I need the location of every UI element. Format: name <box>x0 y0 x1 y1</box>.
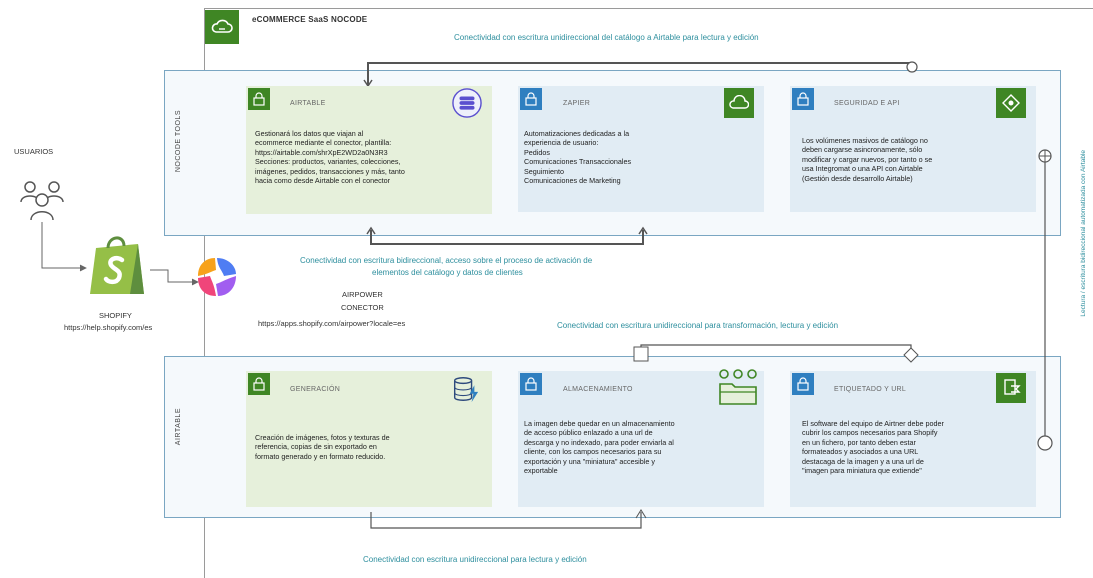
text-line: Los volúmenes masivos de catálogo no <box>802 136 928 145</box>
text-line: hacia como desde Airtable con el conecto… <box>255 176 391 186</box>
text-line: experiencia de usuario: <box>524 138 599 148</box>
shopify-bag-icon <box>86 232 148 303</box>
shopify-url[interactable]: https://help.shopify.com/es <box>64 323 153 332</box>
almacenamiento-card-title: ALMACENAMIENTO <box>563 386 633 393</box>
text-line: exportable <box>524 466 558 476</box>
text-line: de acceso público enlazado a una url de <box>524 428 653 438</box>
text-line: imágenes, pedidos, transacciones y más, … <box>255 166 405 176</box>
shopify-label: SHOPIFY <box>99 311 132 320</box>
etiquetado-card <box>790 371 1036 507</box>
text-line: Pedidos <box>524 147 550 157</box>
airtable-card-body: Gestionará los datos que viajan al ecomm… <box>255 129 405 185</box>
etiquetado-card-body: El software del equipo de Airtner debe p… <box>802 419 944 475</box>
airtable-card-title: AIRTABLE <box>290 100 326 107</box>
api-card-title: SEGURIDAD E API <box>834 100 900 107</box>
lock-icon <box>792 373 814 395</box>
cloud-upload-icon <box>724 88 754 118</box>
text-line: El software del equipo de Airtner debe p… <box>802 419 944 428</box>
text-line: exportación y una "miniatura" accesible … <box>524 456 655 466</box>
generacion-card <box>246 371 492 507</box>
text-line: https://airtable.com/shrXpE2WD2a0N3R3 <box>255 147 388 157</box>
text-line: Gestionará los datos que viajan al <box>255 129 364 138</box>
text-line: ecommerce mediante el conector, plantill… <box>255 138 392 148</box>
lower-connection-caption: Conectividad con escritura unidirecciona… <box>557 321 839 330</box>
text-line: cliente, con los campos necesarios para … <box>524 447 662 457</box>
text-line: Comunicaciones Transaccionales <box>524 157 632 167</box>
airtable-card <box>246 86 492 214</box>
text-line: "imagen para miniatura que extiende" <box>802 466 922 476</box>
users-icon <box>18 178 66 227</box>
text-line: referencia, copias de sin exportado en <box>255 442 377 452</box>
bottom-connection-caption: Conectividad con escritura unidirecciona… <box>363 555 587 564</box>
text-line: Creación de imágenes, fotos y texturas d… <box>255 433 390 442</box>
airpower-label-1: AIRPOWER <box>342 290 383 299</box>
text-line: La imagen debe quedar en un almacenamien… <box>524 419 675 428</box>
text-line: Seguimiento <box>524 166 564 176</box>
almacenamiento-card-body: La imagen debe quedar en un almacenamien… <box>524 419 675 475</box>
zapier-card-title: ZAPIER <box>563 100 591 107</box>
lock-icon <box>520 373 542 395</box>
text-line: Automatizaciones dedicadas a la <box>524 129 630 138</box>
etiquetado-card-title: ETIQUETADO Y URL <box>834 386 907 393</box>
lock-icon <box>792 88 814 110</box>
text-line: descarga y no indexado, para poder envia… <box>524 437 674 447</box>
middle-connection-caption-2: elementos del catálogo y datos de client… <box>372 268 523 277</box>
text-line: cubrir los campos necesarios para Shopif… <box>802 428 938 438</box>
api-card <box>790 86 1036 212</box>
text-line: modificar y cargar nuevos, por tanto o s… <box>802 154 933 164</box>
lock-icon <box>520 88 542 110</box>
text-line: formateados y asociados a una URL <box>802 447 919 457</box>
folder-storage-icon <box>716 368 760 408</box>
cloud-icon <box>205 10 239 44</box>
database-icon <box>452 88 482 118</box>
database-lightning-icon <box>450 374 480 404</box>
text-line: destacaga de la imagen y a una url de <box>802 456 924 466</box>
text-line: Comunicaciones de Marketing <box>524 176 621 186</box>
text-line: deben cargarse asincronamente, sólo <box>802 145 923 155</box>
text-line: usa Integromat o una API con Airtable <box>802 164 923 174</box>
airpower-logo-icon <box>194 254 240 305</box>
tag-document-icon <box>996 373 1026 403</box>
lock-icon <box>248 88 270 110</box>
lock-icon <box>248 373 270 395</box>
generacion-card-title: GENERACIÓN <box>290 386 341 393</box>
zapier-card-body: Automatizaciones dedicadas a la experien… <box>524 129 631 185</box>
text-line: Secciones: productos, variantes, colecci… <box>255 157 401 167</box>
middle-connection-caption-1: Conectividad con escritura bidireccional… <box>300 256 593 265</box>
airpower-label-2: CONECTOR <box>341 303 384 312</box>
users-label: USUARIOS <box>14 147 54 156</box>
text-line: en un fichero, por tanto deben estar <box>802 437 916 447</box>
frame-title: eCOMMERCE SaaS NOCODE <box>252 15 368 24</box>
text-line: (Gestión desde desarrollo Airtable) <box>802 173 913 183</box>
ecommerce-frame <box>204 8 1093 578</box>
zapier-card <box>518 86 764 212</box>
top-connection-caption: Conectividad con escritura unidirecciona… <box>454 33 759 42</box>
airpower-url[interactable]: https://apps.shopify.com/airpower?locale… <box>258 319 406 328</box>
cloud-network-icon <box>996 88 1026 118</box>
generacion-card-body: Creación de imágenes, fotos y texturas d… <box>255 433 390 461</box>
text-line: formato generado y en formato reducido. <box>255 451 386 461</box>
api-card-body: Los volúmenes masivos de catálogo no deb… <box>802 136 932 183</box>
